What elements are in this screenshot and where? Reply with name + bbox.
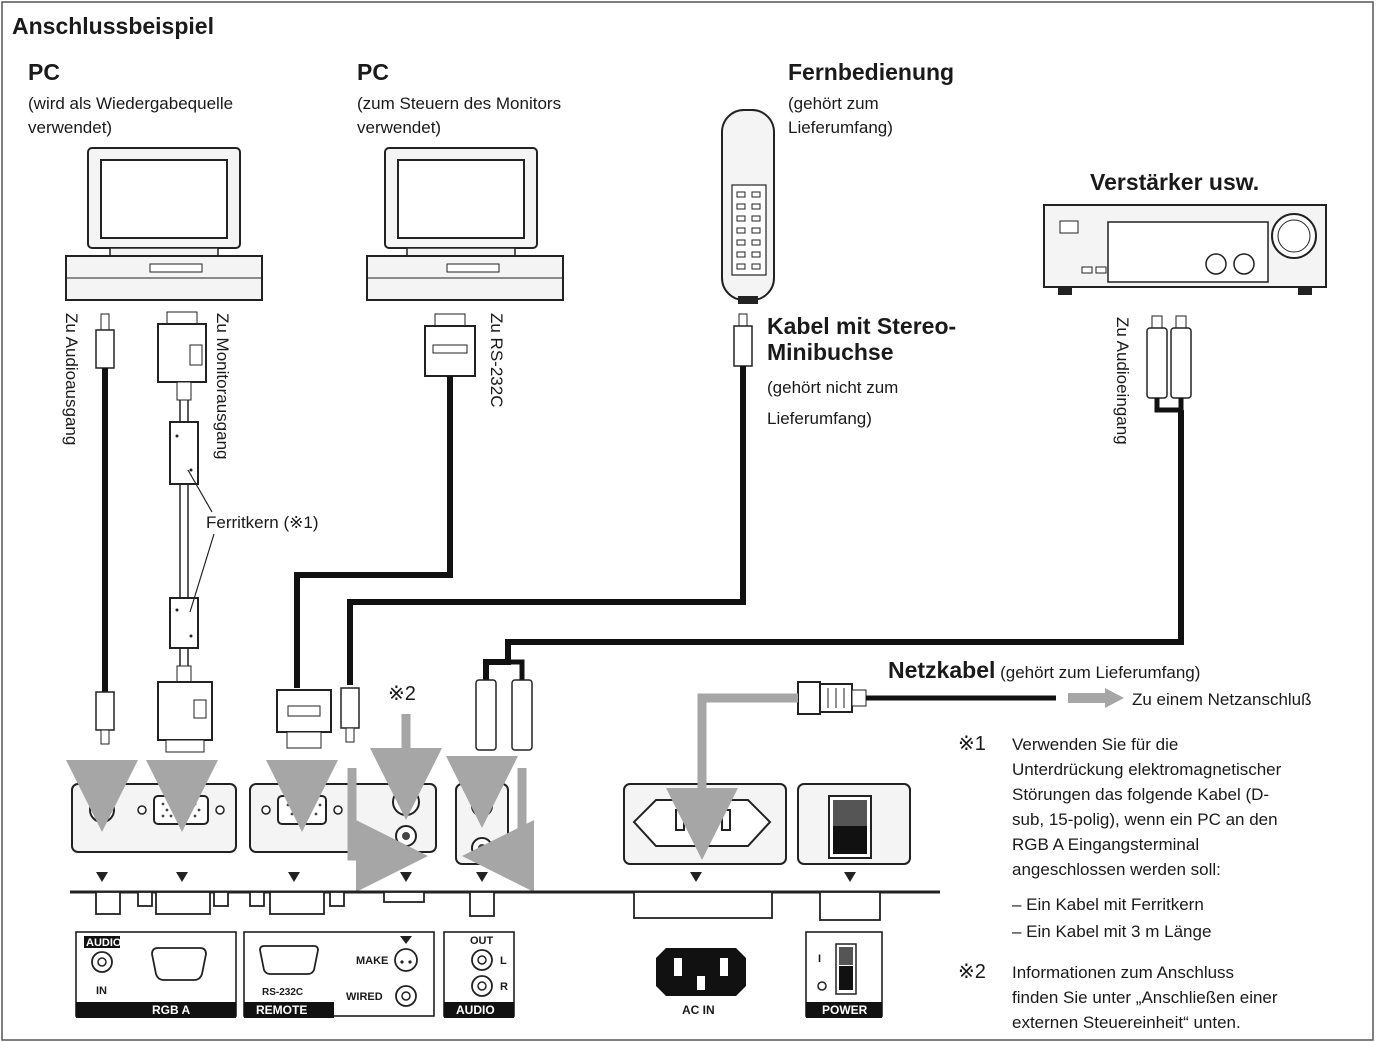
power-cable-bold: Netzkabel: [888, 657, 995, 683]
rs232c-cable: [276, 313, 476, 749]
panel-remote: [249, 783, 437, 853]
lbl-remote: REMOTE: [256, 1003, 307, 1017]
panel-indicators: [96, 872, 856, 882]
label-monitor-out: Zu Monitorausgang: [213, 313, 232, 459]
power-cable: [797, 681, 1056, 715]
note2: ※2 Informationen zum Anschluss finden Si…: [958, 961, 1278, 1032]
rca-cable: [475, 315, 1192, 751]
lbl-ac-in: AC IN: [682, 1003, 715, 1017]
page-title: Anschlussbeispiel: [12, 13, 214, 39]
pc2-sub1: (zum Steuern des Monitors: [357, 94, 561, 113]
amp-heading: Verstärker usw.: [1090, 169, 1259, 195]
power-cable-label: Netzkabel (gehört zum Lieferumfang): [888, 657, 1200, 683]
pc1-sub1: (wird als Wiedergabequelle: [28, 94, 233, 113]
ferrite-leader-2: [189, 533, 215, 613]
panel-power: [797, 783, 911, 865]
amplifier-icon: [1043, 204, 1327, 295]
pc2-sub2: verwendet): [357, 118, 441, 137]
stereo-minijack-cable: [340, 313, 753, 743]
lbl-wired: WIRED: [346, 991, 383, 1003]
note1: ※1 Verwenden Sie für die Unterdrückung e…: [958, 733, 1282, 941]
lbl-power: POWER: [822, 1003, 868, 1017]
bottom-labels: AUDIO IN RGB A RS-232C REMOTE MAKE WIRED…: [75, 931, 883, 1018]
ferrite-core-2: [169, 597, 199, 649]
lbl-rgb-a: RGB A: [152, 1003, 191, 1017]
note1-line-3: sub, 15-polig), wenn ein PC an den: [1012, 810, 1278, 829]
note1-line-1: Unterdrückung elektromagnetischer: [1012, 760, 1282, 779]
label-audio-out: Zu Audioausgang: [62, 313, 81, 445]
outlet-arrow: [1068, 688, 1124, 708]
lbl-audio: AUDIO: [86, 937, 122, 949]
pc2-heading: PC: [357, 59, 389, 85]
note1-line-4: RGB A Eingangsterminal: [1012, 835, 1199, 854]
vga-cable: [157, 311, 213, 753]
outlet-label: Zu einem Netzanschluß: [1132, 690, 1312, 709]
lbl-rs232c: RS-232C: [262, 987, 303, 998]
pc1-label: PC (wird als Wiedergabequelle verwendet): [28, 59, 233, 137]
monitor-rear-edge: [70, 890, 940, 921]
remote-sub2: Lieferumfang): [788, 118, 893, 137]
lbl-audio-out: AUDIO: [456, 1003, 495, 1017]
note1-line-5: angeschlossen werden soll:: [1012, 860, 1221, 879]
note1-line-0: Verwenden Sie für die: [1012, 735, 1178, 754]
note2-line-0: Informationen zum Anschluss: [1012, 963, 1234, 982]
note1-line-6: – Ein Kabel mit Ferritkern: [1012, 895, 1204, 914]
remote-sub1: (gehört zum: [788, 94, 879, 113]
remote-heading: Fernbedienung: [788, 59, 954, 85]
lbl-make: MAKE: [356, 955, 388, 967]
stereo-cable-line2: Minibuchse: [767, 339, 894, 365]
note1-line-2: Störungen das folgende Kabel (D-: [1012, 785, 1269, 804]
note2-mark: ※2: [958, 961, 986, 983]
ferrite-label: Ferritkern (※1): [206, 513, 318, 532]
power-cable-normal: (gehört zum Lieferumfang): [995, 663, 1200, 682]
label-rs232c: Zu RS-232C: [487, 313, 506, 407]
connection-arrows: [66, 693, 798, 892]
stereo-cable-line3: (gehört nicht zum: [767, 378, 898, 397]
note2-mark-top: ※2: [388, 683, 416, 705]
pc2-icon: [366, 147, 564, 301]
label-audio-in: Zu Audioeingang: [1113, 317, 1132, 445]
pc1-icon: [65, 147, 263, 301]
panel-rgb: [71, 783, 237, 853]
lbl-in: IN: [96, 985, 107, 997]
ferrite-core-1: [169, 421, 199, 485]
stereo-cable-line1: Kabel mit Stereo-: [767, 313, 956, 339]
stereo-cable-line4: Lieferumfang): [767, 409, 872, 428]
lbl-r: R: [500, 981, 508, 993]
lbl-power-i: I: [818, 953, 821, 965]
note1-mark: ※1: [958, 733, 986, 755]
note1-line-7: – Ein Kabel mit 3 m Länge: [1012, 922, 1211, 941]
pc1-sub2: verwendet): [28, 118, 112, 137]
audio-cable-pc1: [95, 313, 115, 745]
remote-label: Fernbedienung (gehört zum Lieferumfang): [788, 59, 954, 137]
pc2-label: PC (zum Steuern des Monitors verwendet): [357, 59, 561, 137]
ferrite-leader-1: [187, 469, 213, 513]
remote-icon: [721, 109, 775, 304]
note2-line-2: externen Steuereinheit“ unten.: [1012, 1013, 1241, 1032]
lbl-l: L: [500, 955, 507, 967]
lbl-out: OUT: [470, 935, 494, 947]
stereo-cable-label: Kabel mit Stereo- Minibuchse (gehört nic…: [767, 313, 956, 428]
note2-line-1: finden Sie unter „Anschließen einer: [1012, 988, 1278, 1007]
pc1-heading: PC: [28, 59, 60, 85]
